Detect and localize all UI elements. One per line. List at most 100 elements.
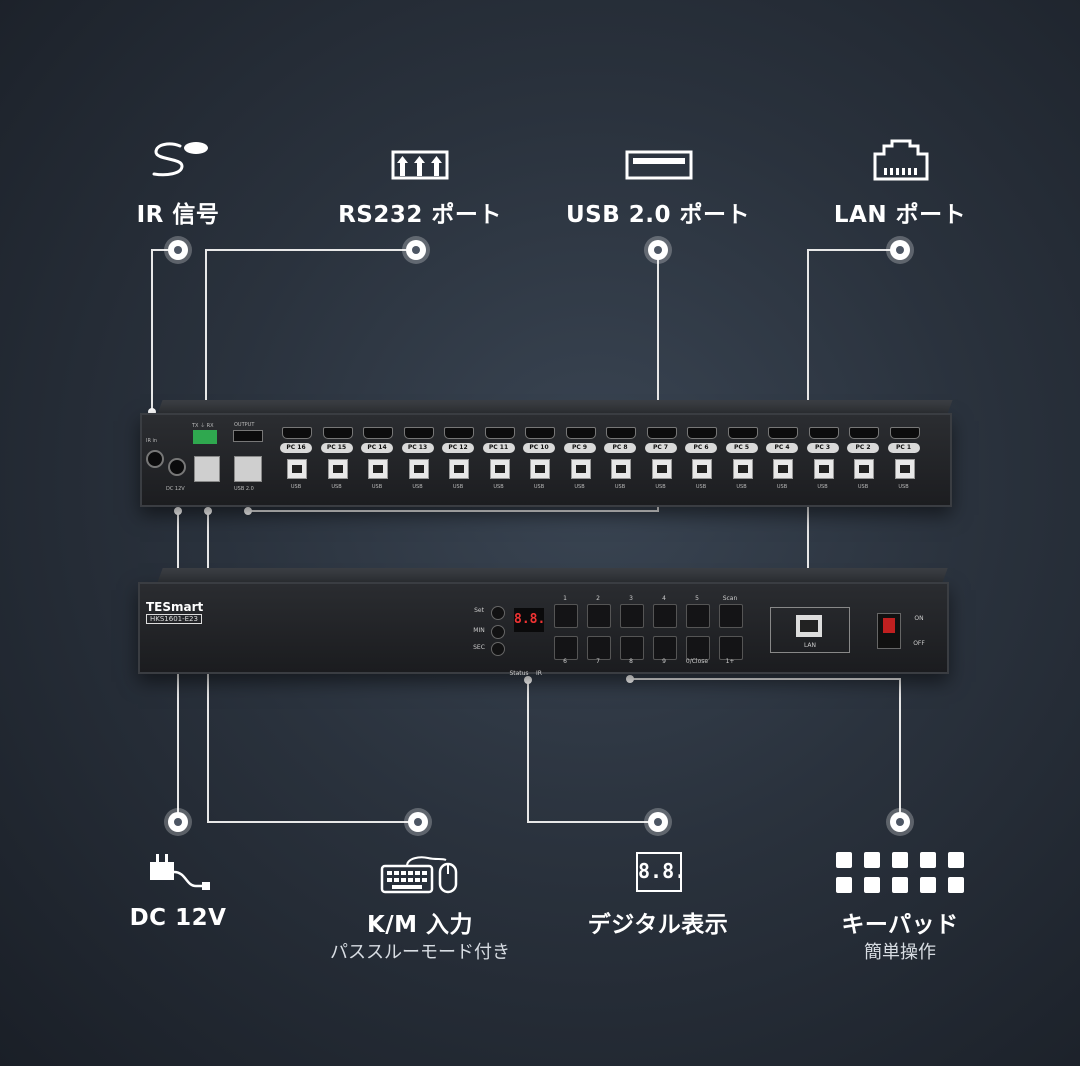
keypad-button[interactable] xyxy=(686,604,710,628)
usb-b-port xyxy=(368,459,388,479)
ir-in-label: IR in xyxy=(146,438,158,444)
pc-port-label: PC 9 xyxy=(563,443,596,453)
keypad-button[interactable] xyxy=(686,636,710,660)
pc-port-group: PC 7 USB xyxy=(643,427,679,497)
pc-port-label: PC 12 xyxy=(442,443,474,453)
min-button[interactable] xyxy=(491,625,505,639)
pc-port-label: PC 10 xyxy=(523,443,555,453)
usb-callout-dot xyxy=(648,240,668,260)
sec-button[interactable] xyxy=(491,642,505,656)
lan-port-label: LAN xyxy=(803,642,817,649)
lan-label: LAN ポート xyxy=(833,202,967,228)
usb-port-label: USB xyxy=(452,484,464,490)
usb-port-label: USB xyxy=(371,484,383,490)
usb-b-port xyxy=(813,459,834,479)
set-label: Set xyxy=(474,607,484,614)
rs232-terminal xyxy=(193,430,217,444)
status-label: Status xyxy=(509,670,529,677)
usb-port-label: USB xyxy=(898,484,909,490)
hdmi-port xyxy=(282,427,312,439)
keypad-button-label: 5 xyxy=(695,595,699,602)
keypad-button[interactable] xyxy=(719,604,743,628)
usb-port-label: USB xyxy=(695,484,707,490)
hdmi-port xyxy=(363,427,393,439)
pc-port-group: PC 14 USB xyxy=(359,427,395,497)
pc-port-label: PC 8 xyxy=(604,443,636,453)
pc-port-label: PC 2 xyxy=(847,443,879,453)
rear-device-top xyxy=(157,400,953,414)
pc-port-label: PC 14 xyxy=(361,443,393,453)
keypad-button[interactable] xyxy=(587,636,611,660)
model-number: HKS1601-E23 xyxy=(146,614,202,624)
ir-label: IR 信号 xyxy=(136,202,220,228)
ir-front-label: IR xyxy=(536,670,542,677)
ir-callout-dot xyxy=(168,240,188,260)
pc-port-group: PC 8 USB xyxy=(602,427,638,497)
digital-display-icon: 8.8. xyxy=(636,852,686,892)
set-button[interactable] xyxy=(491,606,505,620)
hdmi-port xyxy=(606,427,636,439)
dc-label-main: DC 12V xyxy=(129,905,227,931)
keypad-button-label: 8 xyxy=(629,658,633,665)
pc-port-label: PC 7 xyxy=(644,443,677,453)
usb-port-label: USB xyxy=(776,484,788,490)
lan-port xyxy=(796,615,822,637)
keypad-button[interactable] xyxy=(653,604,677,628)
keyboard-mouse-icon xyxy=(380,856,458,894)
keypad-button[interactable] xyxy=(620,636,644,660)
keypad-button-label: 4 xyxy=(662,595,666,602)
keypad-button-label: 1+ xyxy=(725,658,735,665)
pc-port-label: PC 13 xyxy=(401,443,434,453)
pc-port-label: PC 6 xyxy=(685,443,717,453)
pc-port-label: PC 1 xyxy=(887,443,920,453)
usb-b-port xyxy=(570,459,591,479)
pc-port-group: PC 4 USB xyxy=(764,427,800,497)
power-switch[interactable] xyxy=(877,613,901,649)
keypad-button[interactable] xyxy=(653,636,677,660)
hdmi-port xyxy=(727,427,758,439)
segment-display: 8.8. xyxy=(514,608,545,632)
keypad-button-label: 7 xyxy=(596,658,600,665)
brand-logo: TESmart xyxy=(146,600,204,614)
usb-port-label: USB xyxy=(655,484,666,490)
keypad-button-label: 9 xyxy=(662,658,666,665)
keypad-button-label: 0/Close xyxy=(685,658,709,665)
on-label: ON xyxy=(914,615,924,622)
digital-callout-dot xyxy=(648,812,668,832)
km-callout-dot xyxy=(408,812,428,832)
keypad-button-label: 3 xyxy=(629,595,633,602)
lan-frame xyxy=(770,607,850,653)
keypad-button[interactable] xyxy=(554,604,578,628)
pc-port-label: PC 4 xyxy=(766,443,798,453)
usb-port-label: USB xyxy=(614,484,626,490)
km-sublabel: パススルーモード付き xyxy=(330,942,510,963)
usb-b-port xyxy=(692,459,712,479)
pc-port-label: PC 15 xyxy=(320,443,353,453)
pc-port-group: PC 12 USB xyxy=(440,427,476,497)
km-usb-ports xyxy=(194,456,220,482)
keypad-sublabel: 簡単操作 xyxy=(864,942,936,963)
usb-b-port xyxy=(773,459,793,479)
pc-port-label: PC 11 xyxy=(482,443,515,453)
hdmi-port xyxy=(687,427,717,439)
pc-port-group: PC 13 USB xyxy=(400,427,436,497)
dc-label: DC 12V xyxy=(166,486,185,492)
dc-callout-dot xyxy=(168,812,188,832)
ir-jack xyxy=(146,450,164,468)
keypad-button[interactable] xyxy=(719,636,743,660)
hdmi-port xyxy=(322,427,353,439)
keypad-button[interactable] xyxy=(554,636,578,660)
usb-port-label: USB xyxy=(412,484,423,490)
usb-b-port xyxy=(287,459,307,479)
keypad-button-label: Scan xyxy=(722,595,738,602)
keypad-label: キーパッド xyxy=(841,912,959,938)
keypad-button[interactable] xyxy=(620,604,644,628)
keypad-button[interactable] xyxy=(587,604,611,628)
ir-sensor-icon xyxy=(152,142,208,177)
usb-anchor xyxy=(244,507,252,515)
rs232-port-label: TX ⏚ RX xyxy=(192,423,214,429)
rs232-port-icon xyxy=(391,150,449,180)
